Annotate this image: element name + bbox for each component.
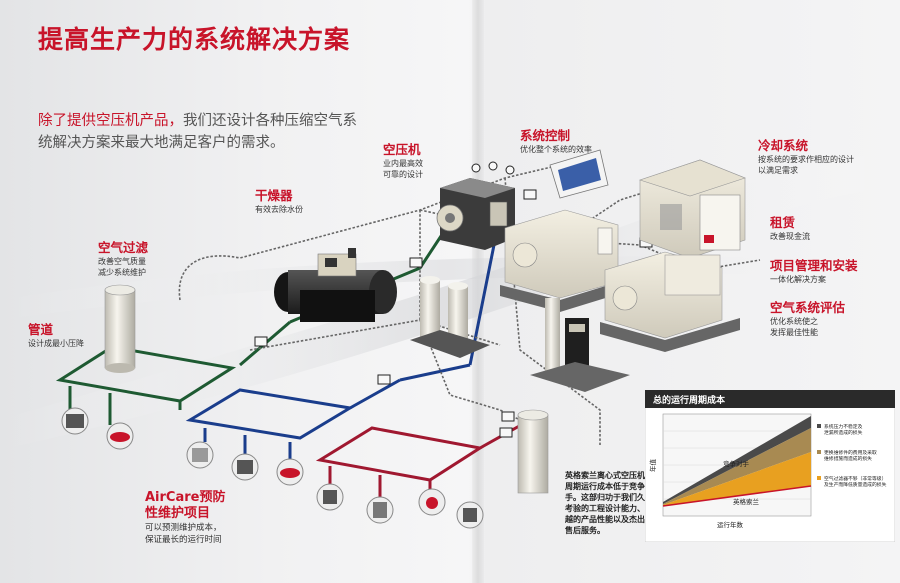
label-compressor-heading: 空压机: [383, 142, 421, 157]
label-audit-heading: 空气系统评估: [770, 300, 846, 315]
chart-legend-swatch-2: [817, 450, 821, 454]
label-dryer-line-1: 有效去除水份: [255, 205, 303, 214]
label-aircare-line-1: 可以预测维护成本，: [145, 523, 222, 533]
label-control-line-1: 优化整个系统的效率: [520, 145, 592, 154]
label-filter-heading: 空气过滤: [98, 240, 149, 255]
label-project: 项目管理和安装 一体化解决方案: [770, 258, 858, 285]
filter-panel: [530, 298, 630, 392]
chart-y-label: 年值: [648, 459, 657, 473]
receiver-tank: [517, 409, 549, 494]
dryer-unit: [274, 248, 397, 322]
chart-series-ingersoll-line: [662, 485, 812, 507]
chart-area-band-1: [663, 416, 811, 504]
label-rental-line-1: 改善现金流: [770, 232, 810, 241]
label-project-line-1: 一体化解决方案: [770, 275, 826, 284]
chart-legend-text-2: 更换维修件的费用及采取维修措施而造成的损失: [824, 449, 877, 462]
chart-x-label: 运行年数: [717, 520, 744, 529]
application-icons: [61, 407, 484, 529]
label-dryer-heading: 干燥器: [255, 188, 293, 203]
label-rental-heading: 租赁: [770, 215, 796, 230]
compressor-unit: [436, 178, 515, 250]
label-aircare-heading-1: AirCare预防: [145, 490, 226, 505]
label-audit: 空气系统评估 优化系统使之 发挥最佳性能: [770, 300, 845, 338]
label-control-heading: 系统控制: [520, 128, 571, 143]
intro-body: 我们还设计各种压缩空气系统解决方案来最大地满足客户的需求。: [38, 113, 357, 151]
chart-series-label-competitor: 竞争对手: [723, 459, 750, 468]
label-control: 系统控制 优化整个系统的效率: [520, 128, 592, 155]
label-audit-line-1: 优化系统使之: [770, 317, 818, 326]
label-filter: 空气过滤 改善空气质量 减少系统维护: [98, 240, 148, 278]
control-panel: [549, 149, 609, 199]
label-project-heading: 项目管理和安装: [770, 258, 858, 273]
label-aircare-line-2: 保证最长的运行时间: [145, 535, 222, 545]
label-pipe-heading: 管道: [28, 322, 54, 337]
label-pipe: 管道 设计成最小压降: [28, 322, 84, 349]
label-filter-line-1: 改善空气质量: [98, 257, 146, 266]
chart-series-label-ingersoll: 英格索兰: [733, 497, 760, 506]
label-compressor: 空压机 业内最高效 可靠的设计: [383, 142, 423, 180]
label-compressor-line-1: 业内最高效: [383, 159, 423, 168]
chart-legend-swatch-1: [817, 424, 821, 428]
chart-title-bar: [645, 390, 895, 408]
pipe-loop-green: [55, 320, 291, 425]
chart-area-band-2: [663, 428, 811, 505]
label-cooling-line-1: 按系统的要求作相应的设计: [758, 155, 854, 164]
label-aircare-heading-2: 性维护项目: [145, 506, 211, 521]
label-aircare: AirCare预防 性维护项目 可以预测维护成本， 保证最长的运行时间: [145, 490, 225, 546]
chart-legend-text-1: 系统压力不稳定及泄漏所造成的损失: [824, 423, 863, 436]
cost-chart: 总的运行周期成本 竞争对手 英格索兰 年值 运行年数 系统压力不稳定及泄漏所造成…: [645, 390, 895, 542]
label-filter-line-2: 减少系统维护: [98, 268, 146, 277]
label-pipe-line-1: 设计成最小压降: [28, 339, 84, 348]
label-dryer: 干燥器 有效去除水份: [255, 188, 303, 215]
intro-highlight: 除了提供空压机产品，: [38, 113, 183, 129]
label-cooling-heading: 冷却系统: [758, 138, 809, 153]
label-cooling-line-2: 以满足需求: [758, 166, 798, 175]
filter-tank: [104, 284, 136, 373]
pipe-loop-red: [315, 418, 531, 498]
label-audit-line-2: 发挥最佳性能: [770, 328, 818, 337]
label-cooling: 冷却系统 按系统的要求作相应的设计 以满足需求: [758, 138, 854, 176]
cost-note: 英格索兰离心式空压机的周期运行成本低于竞争对手。这部归功于我们久经考验的工程设计…: [565, 471, 653, 535]
chart-legend-swatch-3: [817, 476, 821, 480]
page-title: 提高生产力的系统解决方案: [38, 25, 351, 54]
label-rental: 租赁 改善现金流: [770, 215, 810, 242]
control-nodes: [254, 161, 653, 438]
pipe-loop-blue: [185, 239, 497, 460]
label-compressor-line-2: 可靠的设计: [383, 170, 423, 179]
intro-text: 除了提供空压机产品，我们还设计各种压缩空气系统解决方案来最大地满足客户的需求。: [38, 110, 368, 154]
twin-tower-dryer: [410, 276, 490, 358]
cooling-tower: [639, 159, 746, 259]
chart-area-band-3: [663, 452, 811, 506]
chart-title: 总的运行周期成本: [653, 394, 726, 406]
centrifugal-units: [500, 209, 740, 352]
chart-legend-text-3: 空气过滤器不够（非常等级）及生产而降低质量造成的损失: [824, 475, 887, 488]
